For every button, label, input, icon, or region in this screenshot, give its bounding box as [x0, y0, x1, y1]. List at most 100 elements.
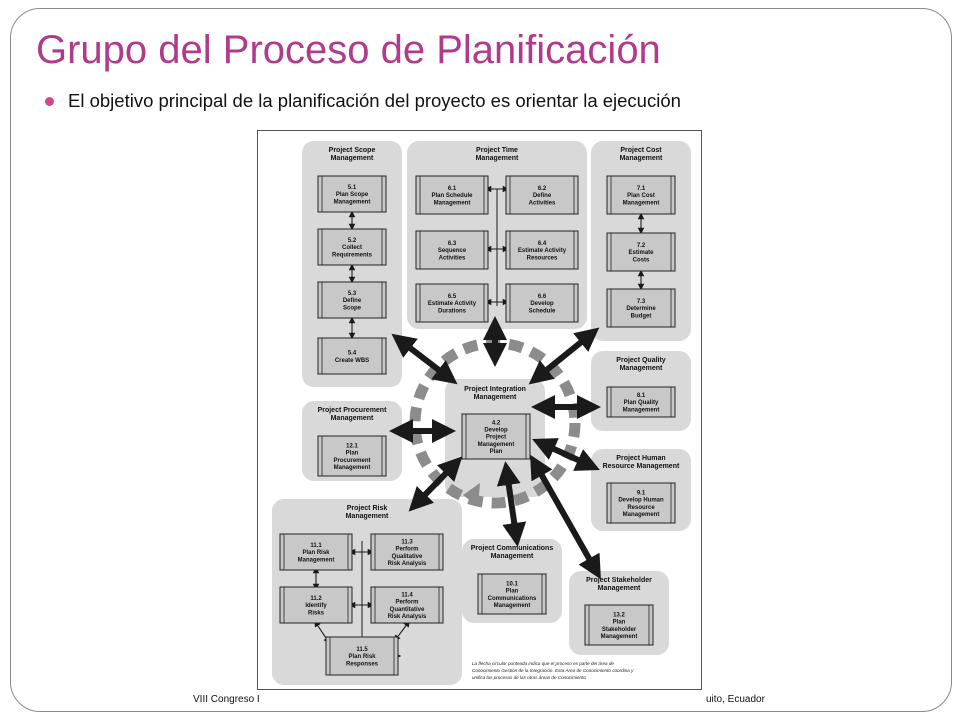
process-12-1-label-line-4: Management [334, 465, 371, 471]
slide-title: Grupo del Proceso de Planificación [36, 28, 661, 72]
process-6-1-label-line-3: Management [434, 200, 471, 206]
process-6-2-label-line-1: 6.2 [538, 186, 547, 192]
process-11-3-label-line-4: Risk Analysis [388, 561, 427, 567]
process-11-4-label-line-2: Perform [395, 600, 418, 606]
risk-management-title-line-1: Project Risk [347, 505, 388, 512]
process-5-3 [317, 281, 387, 319]
process-5-3-label-line-2: Define [343, 298, 362, 304]
footer-left-text: VIII Congreso I [193, 694, 260, 705]
process-13-2-label-line-4: Management [601, 634, 638, 640]
cost-management-title-line-1: Project Cost [620, 147, 662, 154]
risk-management-title-line-2: Management [346, 513, 389, 520]
process-11-4 [370, 586, 444, 624]
process-12-1-label-line-2: Plan [346, 451, 359, 457]
process-8-1-label-line-3: Management [623, 407, 660, 413]
process-6-5 [415, 283, 489, 323]
process-11-2-label-line-2: Identify [305, 603, 327, 609]
process-6-3-label-line-1: 6.3 [448, 241, 457, 247]
process-5-1-label-line-1: 5.1 [348, 185, 357, 191]
process-6-4-label-line-3: Resources [527, 255, 558, 261]
process-6-2-label-line-2: Define [533, 193, 552, 199]
communications-management-title-line-2: Management [491, 553, 534, 560]
quality-management-title-line-2: Management [620, 365, 663, 372]
process-7-2-label-line-3: Costs [633, 257, 650, 263]
process-11-5-label-line-2: Plan Risk [348, 654, 376, 660]
arrow-communications-integration [496, 461, 527, 547]
procurement-management-title-line-2: Management [331, 415, 374, 422]
process-9-1-label-line-2: Develop Human [618, 498, 664, 504]
process-12-1 [317, 435, 387, 477]
process-11-2-label-line-1: 11.2 [310, 596, 322, 602]
process-10-1-label-line-2: Plan [506, 589, 519, 595]
cost-management-title-line-2: Management [620, 155, 663, 162]
scope-management-title-line-2: Management [331, 155, 374, 162]
process-4-2-label-line-4: Management [478, 442, 515, 448]
process-10-1-label-line-4: Management [494, 603, 531, 609]
dashed-circle-arrowhead [463, 483, 480, 507]
process-11-1-label-line-1: 11.1 [310, 543, 322, 549]
process-13-2 [584, 604, 654, 646]
process-6-5-label-line-3: Durations [438, 308, 467, 314]
process-11-2 [279, 586, 353, 624]
process-7-1 [606, 175, 676, 215]
bullet-point: El objetivo principal de la planificació… [45, 90, 681, 112]
process-7-3-label-line-1: 7.3 [637, 299, 646, 305]
process-7-1-label-line-1: 7.1 [637, 186, 646, 192]
process-13-2-label-line-2: Plan [613, 620, 626, 626]
scope-management-title-line-1: Project Scope [329, 147, 376, 154]
process-5-4-label-line-2: Create WBS [335, 358, 369, 364]
process-4-2-label-line-1: 4.2 [492, 420, 501, 426]
process-11-3-label-line-1: 11.3 [401, 539, 413, 545]
arrow-stakeholder-integration [530, 454, 601, 580]
process-7-2-label-line-1: 7.2 [637, 243, 646, 249]
process-13-2-label-line-1: 13.2 [613, 612, 625, 618]
process-6-2-label-line-3: Activities [529, 200, 556, 206]
process-4-2-label-line-2: Develop [484, 428, 508, 434]
process-4-2 [461, 413, 531, 460]
process-11-2-label-line-3: Risks [308, 610, 325, 616]
arrow-cost-integration [528, 327, 600, 385]
process-6-5-label-line-1: 6.5 [448, 294, 457, 300]
process-6-5-label-line-2: Estimate Activity [428, 301, 477, 307]
stakeholder-management-title-line-1: Project Stakeholder [586, 577, 652, 584]
stakeholder-management-title-line-2: Management [598, 585, 641, 592]
process-11-5 [325, 636, 399, 676]
process-5-1-label-line-3: Management [334, 199, 371, 205]
process-9-1-label-line-4: Management [623, 512, 660, 518]
process-10-1-label-line-3: Communications [488, 596, 537, 602]
process-4-2-label-line-3: Project [486, 435, 506, 441]
communications-management-title-line-1: Project Communications [471, 545, 554, 552]
process-4-2-label-line-5: Plan [490, 449, 503, 455]
process-8-1-label-line-2: Plan Quality [624, 400, 659, 406]
process-9-1-label-line-1: 9.1 [637, 490, 646, 496]
integration-management-title-line-2: Management [474, 394, 517, 401]
process-11-1 [279, 533, 353, 571]
process-11-4-label-line-3: Quantitative [390, 607, 425, 613]
process-7-1-label-line-3: Management [623, 200, 660, 206]
process-6-4-label-line-1: 6.4 [538, 241, 547, 247]
process-6-2 [505, 175, 579, 215]
diagram-note-line-3: unifica los procesos de las otras áreas … [472, 675, 586, 680]
arrow-scope-integration [391, 333, 458, 385]
process-6-1 [415, 175, 489, 215]
process-6-6 [505, 283, 579, 323]
process-11-1-label-line-3: Management [298, 557, 335, 563]
integration-management-title-line-1: Project Integration [464, 386, 526, 393]
process-5-3-label-line-1: 5.3 [348, 291, 357, 297]
process-11-3-label-line-2: Perform [395, 547, 418, 553]
process-6-6-label-line-2: Develop [530, 301, 554, 307]
process-7-3-label-line-2: Determine [626, 306, 656, 312]
process-8-1 [606, 386, 676, 418]
process-7-3 [606, 288, 676, 328]
process-11-3 [370, 533, 444, 571]
bullet-dot-icon [45, 96, 54, 106]
process-5-3-label-line-3: Scope [343, 305, 362, 311]
process-8-1-label-line-1: 8.1 [637, 393, 646, 399]
procurement-management-title-line-1: Project Procurement [318, 407, 388, 414]
process-5-4-label-line-1: 5.4 [348, 351, 357, 357]
process-6-3-label-line-2: Sequence [438, 248, 467, 254]
footer-right-text: uito, Ecuador [706, 694, 765, 705]
process-11-4-label-line-1: 11.4 [401, 592, 413, 598]
